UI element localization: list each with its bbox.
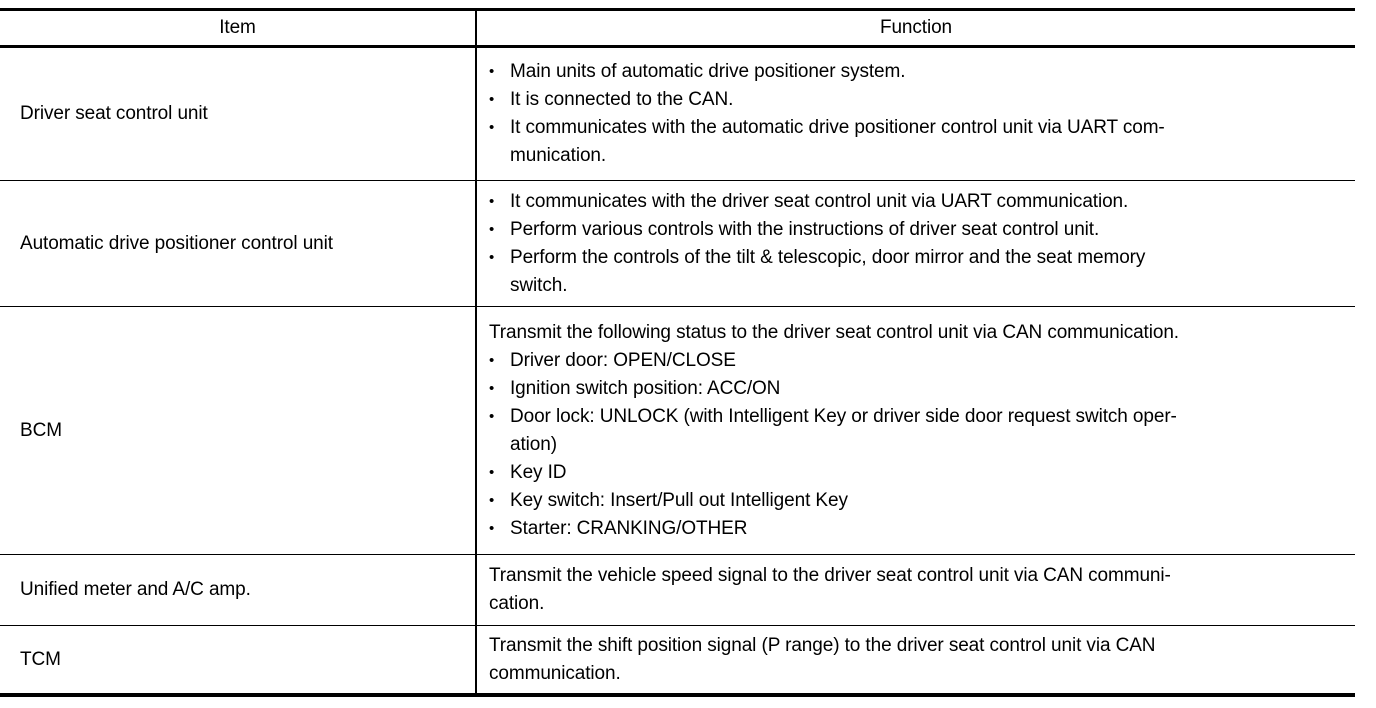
- bullet-icon: •: [489, 119, 495, 136]
- bullet-icon: •: [489, 220, 495, 238]
- function-cell: Transmit the following status to the dri…: [477, 307, 1355, 554]
- bullet-text: It communicates with the automatic drive…: [510, 117, 1165, 166]
- bullet-text: Door lock: UNLOCK (with Intelligent Key …: [510, 405, 1177, 455]
- bullet-line: • It communicates with the driver seat co…: [489, 188, 1337, 216]
- table-body: Driver seat control unit • Main units of a…: [0, 48, 1355, 693]
- bullet-text: Driver door: OPEN/CLOSE: [510, 349, 736, 371]
- bullet-text: Perform various controls with the instru…: [510, 218, 1100, 240]
- function-text: Transmit the shift position signal (P ra…: [489, 634, 1156, 684]
- item-label: Unified meter and A/C amp.: [20, 579, 251, 600]
- bullet-line: • It communicates with the automatic driv…: [489, 114, 1337, 170]
- bullet-line: • Ignition switch position: ACC/ON: [489, 375, 1337, 403]
- function-cell: • It communicates with the driver seat co…: [477, 181, 1355, 306]
- item-label: BCM: [20, 419, 62, 441]
- item-column-header: Item: [0, 11, 477, 45]
- table-header-row: Item Function: [0, 11, 1355, 48]
- bullet-icon: •: [489, 407, 495, 425]
- bullet-icon: •: [489, 248, 495, 266]
- bullet-icon: •: [489, 491, 495, 509]
- bullet-line: • Perform various controls with the instr…: [489, 216, 1337, 244]
- table-row: BCM Transmit the following status to the …: [0, 307, 1355, 555]
- function-column-header: Function: [879, 17, 953, 38]
- item-function-table: Item Function Driver seat control unit • M…: [0, 8, 1355, 697]
- bullet-icon: •: [489, 519, 495, 537]
- bullet-icon: •: [489, 379, 495, 397]
- table-row: Unified meter and A/C amp. Transmit the v…: [0, 555, 1355, 626]
- bullet-line: • Starter: CRANKING/OTHER: [489, 515, 1337, 543]
- bullet-icon: •: [489, 463, 495, 481]
- table-row: TCM Transmit the shift position signal (P…: [0, 626, 1355, 693]
- item-label: TCM: [20, 648, 61, 670]
- item-label: Driver seat control unit: [20, 103, 208, 124]
- bullet-text: Starter: CRANKING/OTHER: [510, 517, 748, 539]
- bullet-icon: •: [489, 63, 495, 80]
- function-cell: Transmit the shift position signal (P ra…: [477, 626, 1355, 693]
- function-text: Transmit the following status to the dri…: [489, 321, 1179, 343]
- bullet-line: • Key switch: Insert/Pull out Intelligent…: [489, 487, 1337, 515]
- function-cell: Transmit the vehicle speed signal to the…: [477, 555, 1355, 625]
- bullet-text: It communicates with the driver seat con…: [510, 190, 1129, 212]
- item-cell: BCM: [0, 307, 477, 554]
- table-row: Automatic drive positioner control unit •…: [0, 181, 1355, 307]
- item-cell: Automatic drive positioner control unit: [0, 181, 477, 306]
- bullet-text: Key ID: [510, 461, 567, 483]
- function-text: Transmit the vehicle speed signal to the…: [489, 565, 1171, 614]
- bullet-text: Main units of automatic drive positioner…: [510, 61, 906, 82]
- item-cell: Unified meter and A/C amp.: [0, 555, 477, 625]
- bullet-text: It is connected to the CAN.: [510, 89, 734, 110]
- item-cell: Driver seat control unit: [0, 48, 477, 180]
- bullet-text: Perform the controls of the tilt & teles…: [510, 246, 1146, 296]
- bullet-line: • Perform the controls of the tilt & tele…: [489, 244, 1337, 300]
- bullet-text: Key switch: Insert/Pull out Intelligent …: [510, 489, 848, 511]
- item-cell: TCM: [0, 626, 477, 693]
- item-label: Automatic drive positioner control unit: [20, 232, 333, 254]
- bullet-icon: •: [489, 192, 495, 210]
- bullet-icon: •: [489, 91, 495, 108]
- bullet-line: • Key ID: [489, 459, 1337, 487]
- bullet-line: • Driver door: OPEN/CLOSE: [489, 347, 1337, 375]
- bullet-line: • Main units of automatic drive positione…: [489, 58, 1337, 86]
- bullet-line: • It is connected to the CAN.: [489, 86, 1337, 114]
- function-cell: • Main units of automatic drive positione…: [477, 48, 1355, 180]
- bullet-text: Ignition switch position: ACC/ON: [510, 377, 781, 399]
- table-row: Driver seat control unit • Main units of a…: [0, 48, 1355, 181]
- bullet-line: • Door lock: UNLOCK (with Intelligent Key…: [489, 403, 1337, 459]
- bullet-icon: •: [489, 351, 495, 369]
